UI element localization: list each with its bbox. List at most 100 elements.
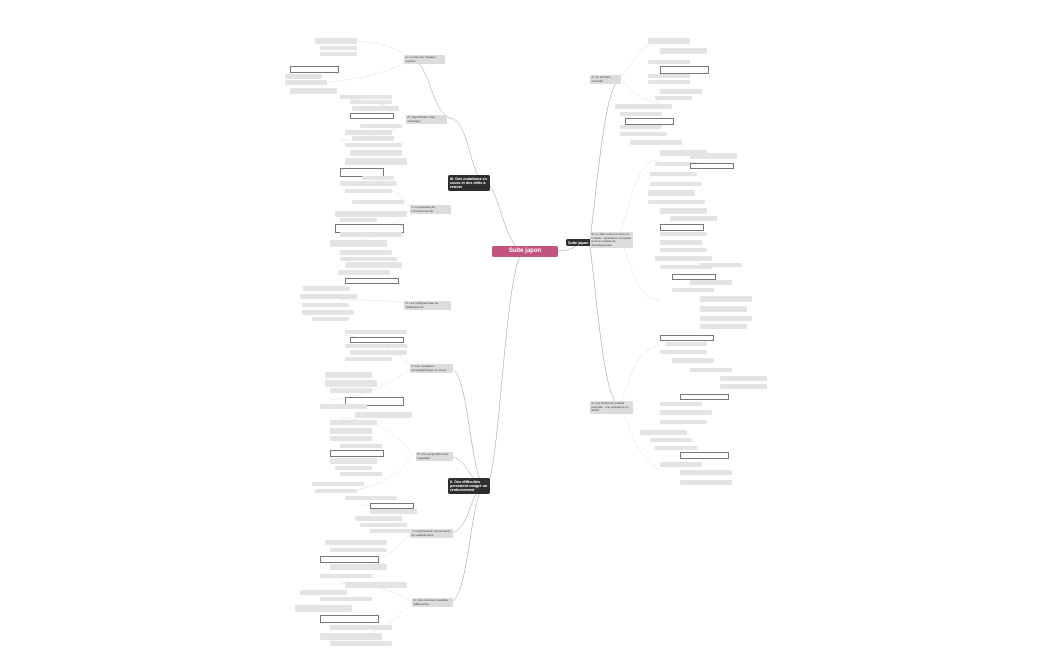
sub-right-b[interactable]: B. Le Japon dans la crise du modèle : pu…	[590, 232, 633, 249]
leaf-node[interactable]	[648, 80, 690, 85]
leaf-node[interactable]	[660, 208, 707, 215]
leaf-node[interactable]	[330, 564, 387, 571]
leaf-node[interactable]	[655, 96, 692, 101]
leaf-node[interactable]	[335, 466, 372, 471]
leaf-node[interactable]	[320, 615, 379, 624]
leaf-node[interactable]	[615, 104, 672, 110]
leaf-node[interactable]	[660, 350, 707, 355]
leaf-node[interactable]	[362, 176, 394, 181]
leaf-node[interactable]	[672, 358, 714, 364]
leaf-node[interactable]	[700, 306, 747, 313]
leaf-node[interactable]	[320, 597, 372, 602]
leaf-node[interactable]	[330, 428, 372, 435]
leaf-node[interactable]	[320, 46, 357, 51]
leaf-node[interactable]	[330, 240, 387, 248]
leaf-node[interactable]	[370, 509, 417, 515]
leaf-node[interactable]	[300, 590, 347, 596]
leaf-node[interactable]	[345, 130, 392, 136]
leaf-node[interactable]	[625, 118, 674, 126]
leaf-node[interactable]	[330, 641, 392, 647]
leaf-node[interactable]	[345, 397, 404, 407]
leaf-node[interactable]	[648, 200, 705, 205]
leaf-node[interactable]	[648, 190, 695, 197]
leaf-node[interactable]	[655, 256, 712, 262]
leaf-node[interactable]	[660, 248, 707, 253]
leaf-node[interactable]	[350, 100, 392, 105]
leaf-node[interactable]	[330, 420, 377, 426]
leaf-node[interactable]	[360, 124, 402, 129]
leaf-node[interactable]	[352, 136, 394, 142]
leaf-node[interactable]	[660, 335, 714, 342]
leaf-node[interactable]	[352, 200, 404, 205]
leaf-node[interactable]	[303, 286, 350, 292]
sub-top-left-c[interactable]: C. La question de l'entrepreneuriat	[410, 205, 451, 215]
leaf-node[interactable]	[648, 38, 690, 45]
leaf-node[interactable]	[320, 556, 379, 564]
leaf-node[interactable]	[345, 189, 392, 194]
leaf-node[interactable]	[350, 337, 404, 344]
leaf-node[interactable]	[660, 89, 702, 95]
sub-top-left-b[interactable]: B. Intensification des échanges	[406, 115, 447, 125]
leaf-node[interactable]	[350, 150, 402, 157]
leaf-node[interactable]	[315, 489, 357, 494]
leaf-node[interactable]	[680, 480, 732, 486]
leaf-node[interactable]	[285, 74, 322, 80]
leaf-node[interactable]	[285, 80, 327, 86]
leaf-node[interactable]	[648, 60, 690, 65]
leaf-node[interactable]	[350, 350, 407, 356]
leaf-node[interactable]	[672, 274, 716, 281]
sub-bottom-left-c[interactable]: C. La dimension économique du vieillisse…	[410, 529, 453, 539]
leaf-node[interactable]	[620, 132, 667, 137]
leaf-node[interactable]	[345, 143, 402, 148]
leaf-node[interactable]	[660, 265, 712, 270]
leaf-node[interactable]	[338, 270, 390, 276]
leaf-node[interactable]	[345, 330, 407, 335]
leaf-node[interactable]	[650, 438, 692, 443]
leaf-node[interactable]	[330, 388, 372, 394]
leaf-node[interactable]	[330, 450, 384, 458]
leaf-node[interactable]	[350, 113, 394, 120]
leaf-node[interactable]	[320, 574, 372, 579]
branch-bottom-left[interactable]: II. Des difficultés persistent malgré un…	[448, 478, 490, 495]
leaf-node[interactable]	[345, 344, 407, 349]
root-node[interactable]: Suite japon	[492, 246, 558, 257]
leaf-node[interactable]	[340, 472, 382, 477]
branch-right[interactable]: Suite japon	[566, 239, 592, 247]
leaf-node[interactable]	[345, 582, 407, 589]
leaf-node[interactable]	[680, 452, 729, 460]
leaf-node[interactable]	[690, 163, 734, 170]
leaf-node[interactable]	[660, 240, 702, 246]
sub-bottom-left-b[interactable]: B. Une géographie des inégalités	[416, 452, 453, 462]
leaf-node[interactable]	[655, 446, 697, 451]
leaf-node[interactable]	[335, 211, 407, 218]
leaf-node[interactable]	[340, 232, 402, 238]
leaf-node[interactable]	[690, 280, 732, 286]
leaf-node[interactable]	[700, 296, 752, 303]
leaf-node[interactable]	[700, 263, 742, 268]
leaf-node[interactable]	[660, 66, 709, 75]
leaf-node[interactable]	[700, 324, 747, 330]
leaf-node[interactable]	[620, 125, 662, 130]
leaf-node[interactable]	[340, 95, 392, 100]
sub-bottom-left-a[interactable]: A. Les mutations démographiques en cours	[410, 364, 453, 374]
leaf-node[interactable]	[345, 262, 402, 269]
leaf-node[interactable]	[330, 458, 377, 465]
leaf-node[interactable]	[302, 303, 349, 308]
leaf-node[interactable]	[295, 605, 352, 613]
leaf-node[interactable]	[330, 548, 387, 553]
leaf-node[interactable]	[620, 112, 662, 117]
leaf-node[interactable]	[312, 317, 349, 322]
leaf-node[interactable]	[300, 294, 357, 300]
leaf-node[interactable]	[640, 430, 687, 436]
leaf-node[interactable]	[660, 150, 707, 157]
leaf-node[interactable]	[340, 218, 377, 223]
leaf-node[interactable]	[660, 410, 712, 416]
leaf-node[interactable]	[660, 232, 707, 237]
leaf-node[interactable]	[665, 342, 707, 347]
leaf-node[interactable]	[630, 140, 682, 146]
sub-top-left-d[interactable]: D. Les politiques face au vieillissement	[404, 301, 451, 311]
branch-top-left[interactable]: III. Des mutations en cours et des défis…	[448, 175, 490, 192]
leaf-node[interactable]	[345, 496, 397, 501]
leaf-node[interactable]	[680, 470, 732, 476]
sub-top-left-a[interactable]: A. Le rôle des réseaux sociaux	[404, 55, 445, 65]
